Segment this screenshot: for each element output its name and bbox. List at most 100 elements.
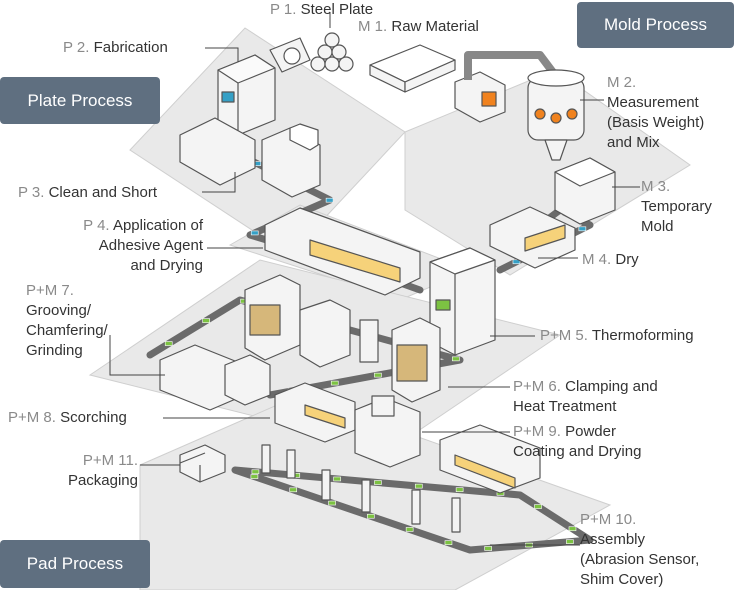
conveyor-item bbox=[414, 483, 423, 489]
step-text: (Abrasion Sensor, bbox=[580, 551, 700, 568]
steel-plate-rolls bbox=[310, 32, 354, 72]
step-text: Measurement bbox=[607, 94, 699, 111]
mold-process-badge: Mold Process bbox=[577, 2, 734, 48]
conveyor-item bbox=[512, 259, 521, 265]
step-code: P 4. bbox=[83, 217, 110, 234]
step-text: and Drying bbox=[130, 257, 203, 274]
step-text: Grinding bbox=[26, 342, 83, 359]
step-code: M 3. bbox=[641, 178, 671, 195]
raw-material-stacks bbox=[369, 44, 456, 93]
step-code: P 2. bbox=[63, 39, 90, 56]
step-text: Dry bbox=[615, 251, 639, 268]
step-text: Chamfering/ bbox=[26, 322, 108, 339]
conveyor-item bbox=[452, 356, 460, 362]
step-label-p1: P 1. Steel Plate bbox=[270, 0, 373, 20]
grinding-machine bbox=[159, 344, 271, 411]
step-text: Adhesive Agent bbox=[98, 237, 203, 254]
step-code: P+M 11. bbox=[82, 452, 138, 469]
conveyor-item bbox=[250, 230, 259, 236]
temporary-mold-machine bbox=[554, 157, 616, 225]
conveyor-item bbox=[444, 540, 453, 545]
step-label-pm11: P+M 11. Packaging bbox=[40, 451, 138, 491]
step-text: Powder bbox=[565, 423, 616, 440]
step-text: Fabrication bbox=[93, 39, 168, 56]
step-text: Clamping and bbox=[565, 378, 658, 395]
step-text: Steel Plate bbox=[300, 1, 374, 18]
scorching-machine bbox=[274, 382, 356, 443]
step-text: Grooving/ bbox=[26, 302, 92, 319]
step-text: Heat Treatment bbox=[513, 398, 617, 415]
step-code: P+M 6. bbox=[513, 378, 561, 395]
conveyor-item bbox=[484, 546, 492, 551]
step-text: (Basis Weight) bbox=[607, 114, 705, 131]
conveyor-item bbox=[405, 527, 414, 532]
conveyor-item bbox=[202, 318, 210, 323]
step-text: Raw Material bbox=[391, 18, 479, 35]
packaging-boxes bbox=[179, 444, 226, 483]
conveyor-item bbox=[251, 469, 260, 475]
step-text: Shim Cover) bbox=[580, 571, 664, 588]
conveyor-item bbox=[325, 197, 334, 203]
pad-process-badge: Pad Process bbox=[0, 540, 150, 588]
conveyor-item bbox=[566, 539, 574, 544]
step-text: Mold bbox=[641, 218, 674, 235]
step-text: Application of bbox=[112, 217, 203, 234]
step-text: Temporary bbox=[641, 198, 712, 215]
conveyor-item bbox=[164, 341, 173, 346]
step-label-p3: P 3. Clean and Short bbox=[18, 183, 157, 203]
step-label-pm10: P+M 10. Assembly (Abrasion Sensor, Shim … bbox=[580, 510, 699, 590]
step-label-pm6: P+M 6. Clamping and Heat Treatment bbox=[513, 377, 658, 417]
conveyor-item bbox=[367, 513, 375, 519]
step-label-pm7: P+M 7. Grooving/ Chamfering/ Grinding bbox=[26, 281, 108, 361]
powder-coating-booth bbox=[354, 395, 421, 468]
step-text: Thermoforming bbox=[591, 327, 694, 344]
conveyor-item bbox=[578, 226, 587, 232]
step-text: Assembly bbox=[580, 531, 646, 548]
mixing-furnace bbox=[454, 51, 559, 123]
pad-conveyor bbox=[231, 466, 594, 554]
step-code: P 1. bbox=[270, 1, 297, 18]
step-label-pm9: P+M 9. Powder Coating and Drying bbox=[513, 422, 641, 462]
conveyor-item bbox=[568, 526, 577, 532]
adhesive-dryer bbox=[264, 207, 421, 296]
step-label-m3: M 3. Temporary Mold bbox=[641, 177, 712, 237]
step-code: M 1. bbox=[358, 18, 388, 35]
step-text: Scorching bbox=[60, 409, 127, 426]
step-code: P 3. bbox=[18, 184, 45, 201]
grooving-machine bbox=[244, 274, 379, 368]
conveyor-item bbox=[328, 500, 336, 506]
step-label-m1: M 1. Raw Material bbox=[358, 17, 479, 37]
step-code: P+M 9. bbox=[513, 423, 561, 440]
step-code: P+M 5. bbox=[540, 327, 588, 344]
step-label-pm8: P+M 8. Scorching bbox=[8, 408, 127, 428]
step-text: Coating and Drying bbox=[513, 443, 642, 460]
clamping-heat-treatment-machine bbox=[391, 317, 441, 403]
step-code: P+M 8. bbox=[8, 409, 56, 426]
step-code: M 4. bbox=[582, 251, 612, 268]
step-code: P+M 10. bbox=[580, 511, 637, 528]
step-label-p2: P 2. Fabrication bbox=[63, 38, 168, 58]
plate-process-badge: Plate Process bbox=[0, 77, 160, 124]
step-code: M 2. bbox=[607, 74, 637, 91]
conveyor-item bbox=[250, 474, 259, 479]
step-label-m2: M 2. Measurement (Basis Weight) and Mix bbox=[607, 73, 704, 153]
step-text: Clean and Short bbox=[48, 184, 157, 201]
conveyor-item bbox=[289, 487, 298, 493]
clean-and-short-machine bbox=[179, 117, 321, 198]
conveyor-item bbox=[534, 504, 542, 509]
step-label-pm5: P+M 5. Thermoforming bbox=[540, 326, 694, 346]
fabrication-press bbox=[217, 37, 311, 136]
step-label-m4: M 4. Dry bbox=[582, 250, 639, 270]
coating-dryer bbox=[439, 424, 541, 494]
conveyor-item bbox=[333, 476, 341, 482]
conveyor-item bbox=[374, 480, 382, 485]
conveyor-item bbox=[455, 487, 464, 493]
mold-dryer bbox=[489, 206, 576, 269]
step-code: P+M 7. bbox=[26, 282, 74, 299]
step-text: Packaging bbox=[67, 472, 138, 489]
measurement-tank bbox=[527, 69, 585, 161]
conveyor-item bbox=[374, 372, 382, 378]
step-text: and Mix bbox=[607, 134, 660, 151]
